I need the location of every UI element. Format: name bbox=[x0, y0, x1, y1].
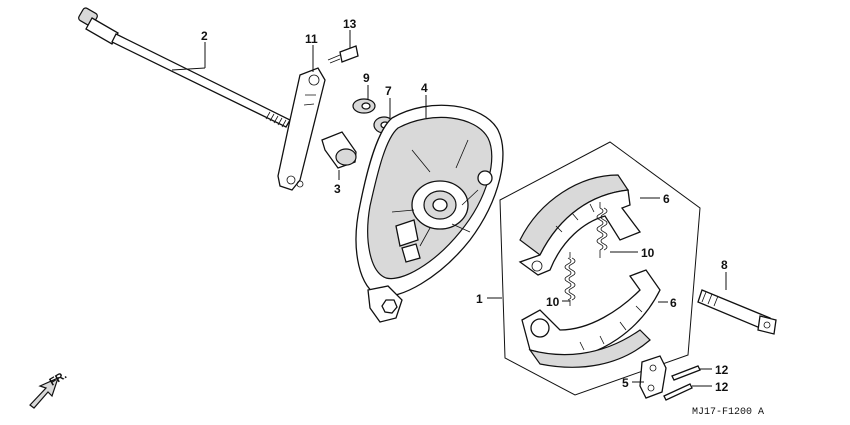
part-5-plate bbox=[639, 355, 667, 399]
callout-4: 4 bbox=[421, 81, 428, 95]
callout-12-lower: 12 bbox=[715, 380, 729, 394]
part-12-pins bbox=[663, 365, 701, 401]
part-13-bolt bbox=[327, 45, 359, 64]
callout-9: 9 bbox=[363, 71, 370, 85]
callout-5: 5 bbox=[622, 376, 629, 390]
callout-10-lower: 10 bbox=[546, 295, 560, 309]
callout-10-upper: 10 bbox=[641, 246, 655, 260]
callout-8: 8 bbox=[721, 258, 728, 272]
callout-2: 2 bbox=[201, 29, 208, 43]
part-4-brake-panel bbox=[355, 104, 504, 323]
part-1-assembly-outline bbox=[499, 141, 701, 396]
callout-7: 7 bbox=[385, 84, 392, 98]
callout-3: 3 bbox=[334, 182, 341, 196]
part-2-axle bbox=[78, 7, 291, 128]
part-8-brake-cam bbox=[697, 289, 777, 335]
callout-1: 1 bbox=[476, 292, 483, 306]
callout-11: 11 bbox=[305, 32, 318, 46]
part-11-brake-arm bbox=[277, 67, 326, 191]
part-10-spring-left bbox=[564, 252, 576, 306]
callout-6-upper: 6 bbox=[663, 192, 670, 206]
part-10-spring-upper bbox=[596, 202, 608, 258]
part-3-collar bbox=[321, 131, 357, 169]
part-9-washer bbox=[352, 98, 376, 114]
front-direction-arrow-icon bbox=[29, 376, 59, 409]
front-direction-label: FR. bbox=[48, 369, 69, 388]
diagram-code: MJ17-F1200 A bbox=[692, 407, 764, 418]
callout-13: 13 bbox=[343, 17, 357, 31]
callout-6-lower: 6 bbox=[670, 296, 677, 310]
part-6-lower-brake-shoe bbox=[521, 269, 661, 368]
part-6-upper-brake-shoe bbox=[518, 174, 642, 276]
callout-12-upper: 12 bbox=[715, 363, 729, 377]
